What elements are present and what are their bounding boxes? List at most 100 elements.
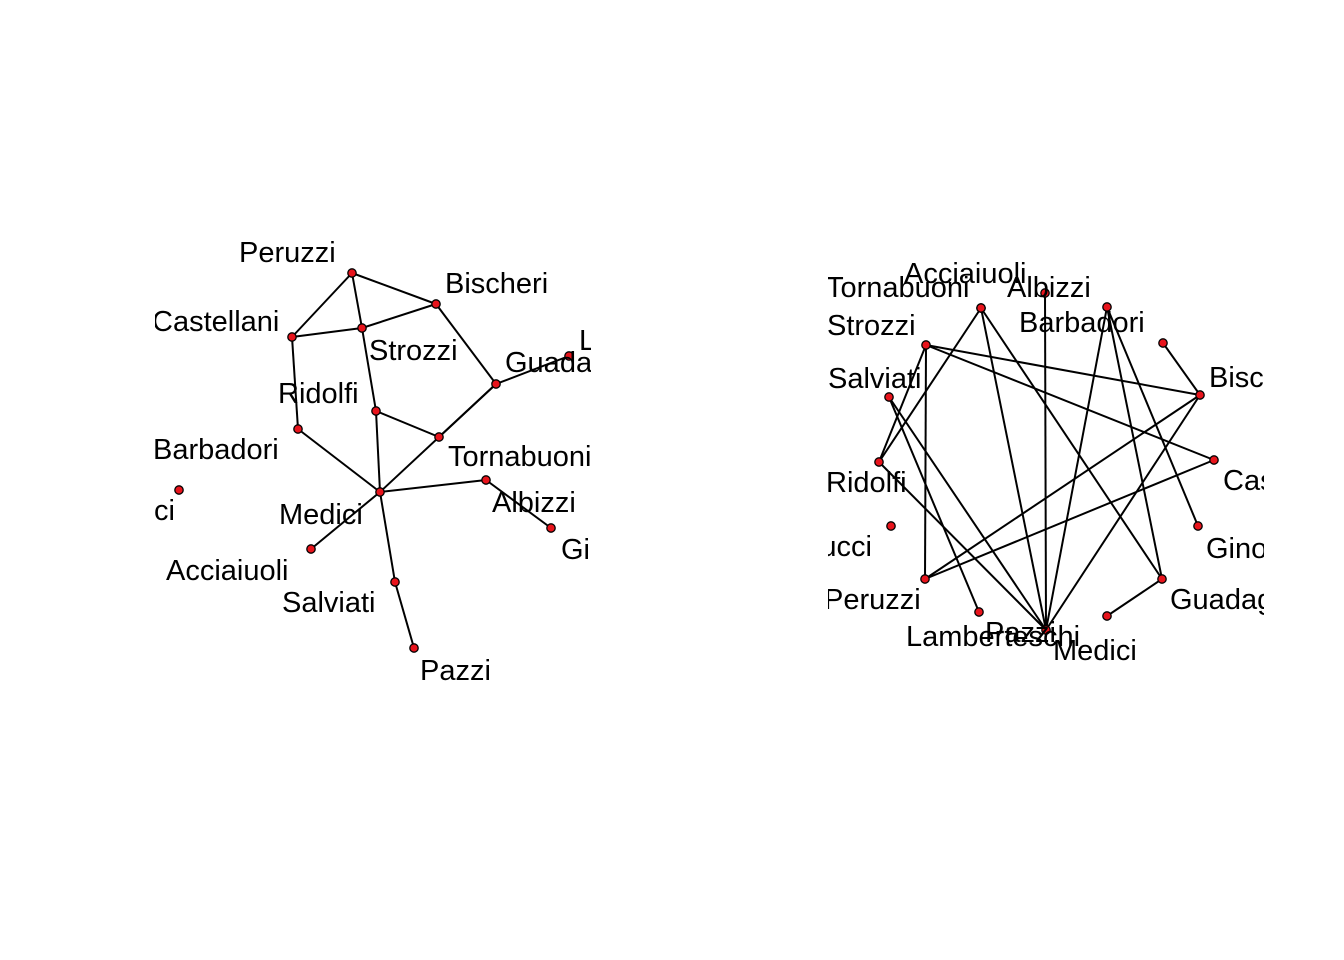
node-barb2-right bbox=[1158, 338, 1168, 348]
node-tornabuoni-right bbox=[976, 303, 986, 313]
edge-barbadori-medici-left bbox=[297, 428, 381, 493]
node-label-medici-right: Medici bbox=[1053, 635, 1137, 667]
node-label-bischeri-right: Bischeri bbox=[1209, 362, 1312, 394]
node-pucci-right bbox=[886, 521, 896, 531]
network-panel-right: AcciaiuoliAlbizziBarbadoriBischeriCastel… bbox=[801, 258, 1344, 667]
edge-strozzi-bischeri-right bbox=[925, 344, 1201, 396]
edge-guadagni-medici-right bbox=[1106, 578, 1163, 617]
edge-guadagni-lamberteschi-left bbox=[495, 355, 570, 385]
node-pazzi-left bbox=[409, 643, 419, 653]
node-label-pazzi-right: Pazzi bbox=[985, 617, 1056, 649]
node-bischeri-left bbox=[431, 299, 441, 309]
node-label-acciaiuoli-left: Acciaiuoli bbox=[166, 555, 289, 587]
node-label-ridolfi-left: Ridolfi bbox=[278, 378, 359, 410]
node-label-castellani-left: Castellani bbox=[152, 306, 279, 338]
edge-barb2-bischeri-right bbox=[1162, 342, 1201, 396]
edge-strozzi-ridolfi-right bbox=[878, 344, 927, 463]
node-label-bischeri-left: Bischeri bbox=[445, 268, 548, 300]
node-bischeri-right bbox=[1195, 390, 1205, 400]
edge-peruzzi-bischeri-left bbox=[351, 272, 437, 305]
node-label-pazzi-left: Pazzi bbox=[420, 655, 491, 687]
node-pucci-left bbox=[174, 485, 184, 495]
edge-acciaiuoli-guadagni-right bbox=[980, 307, 1163, 580]
node-label-medici-left: Medici bbox=[279, 499, 363, 531]
node-label-tornabuoni-left: Tornabuoni bbox=[448, 441, 592, 473]
edge-strozzi-bischeri-left bbox=[361, 303, 437, 329]
node-castellani-left bbox=[287, 332, 297, 342]
node-medici-right bbox=[1102, 611, 1112, 621]
node-label-salviati-left: Salviati bbox=[282, 587, 376, 619]
edge-medici-albizzi-left bbox=[379, 479, 487, 493]
edges-right bbox=[878, 292, 1215, 631]
node-label-acciaiuoli-right: Acciaiuoli bbox=[904, 258, 1027, 290]
edge-barbadori-ginori-right bbox=[1106, 306, 1199, 527]
node-strozzi-left bbox=[357, 323, 367, 333]
edge-medici-acciaiuoli-left bbox=[310, 491, 381, 550]
node-label-albizzi-left: Albizzi bbox=[492, 487, 576, 519]
edge-barbadori-guadagni-right bbox=[1106, 306, 1163, 580]
node-salviati-right bbox=[884, 392, 894, 402]
node-label-lamberteschi-right: Lamberteschi bbox=[906, 621, 1080, 653]
edge-acciaiuoli-pazzi-right bbox=[980, 307, 1047, 631]
node-label-ginori-right: Ginori bbox=[1206, 533, 1283, 565]
node-medici-left bbox=[375, 487, 385, 497]
node-label-castellani-right: Castellani bbox=[1223, 465, 1344, 497]
node-peruzzi-left bbox=[347, 268, 357, 278]
node-ridolfi-right bbox=[874, 457, 884, 467]
node-ridolfi-left bbox=[371, 406, 381, 416]
node-ginori-left bbox=[546, 523, 556, 533]
edge-albizzi-ginori-left bbox=[485, 479, 552, 529]
edge-strozzi-peruzzi-right bbox=[924, 344, 927, 580]
node-salviati-left bbox=[390, 577, 400, 587]
edge-barbadori-pazzi-right bbox=[1045, 306, 1108, 631]
edge-medici-salviati-left bbox=[379, 491, 396, 583]
node-label-pucci-right: Pucci bbox=[801, 531, 872, 563]
node-label-barbadori-right: Barbadori bbox=[1019, 307, 1145, 339]
edge-bischeri-pazzi-right bbox=[1045, 394, 1201, 631]
edge-castellani-strozzi-left bbox=[291, 327, 363, 338]
node-acciaiuoli-left bbox=[306, 544, 316, 554]
edge-lamberteschi-salviati-right bbox=[888, 396, 980, 613]
node-albizzi-right bbox=[1040, 288, 1050, 298]
node-label-strozzi-left: Strozzi bbox=[369, 335, 458, 367]
edge-bischeri-guadagni-left bbox=[435, 303, 497, 385]
edge-pazzi-ridolfi-right bbox=[878, 461, 1047, 631]
node-label-ginori-left: Ginori bbox=[561, 534, 638, 566]
edge-bischeri-peruzzi-right bbox=[924, 394, 1201, 580]
nodes-right: AcciaiuoliAlbizziBarbadoriBischeriCastel… bbox=[801, 258, 1344, 667]
node-label-ridolfi-right: Ridolfi bbox=[826, 467, 907, 499]
node-guadagni-right bbox=[1157, 574, 1167, 584]
node-guadagni-left bbox=[491, 379, 501, 389]
edge-peruzzi-strozzi-left bbox=[351, 272, 363, 329]
node-albizzi-left bbox=[481, 475, 491, 485]
edge-strozzi-ridolfi-left bbox=[361, 327, 377, 412]
edges-left bbox=[291, 272, 570, 649]
node-barbadori-right bbox=[1102, 302, 1112, 312]
node-lamberteschi-left bbox=[564, 351, 574, 361]
edge-castellani-peruzzi-right bbox=[924, 459, 1215, 580]
node-label-lamberteschi-left: Lamberteschi bbox=[579, 325, 753, 357]
edge-strozzi-castellani-right bbox=[925, 344, 1215, 461]
node-ginori-right bbox=[1193, 521, 1203, 531]
node-label-guadagni-right: Guadagni bbox=[1170, 584, 1296, 616]
node-label-peruzzi-left: Peruzzi bbox=[239, 237, 336, 269]
node-pazzi-right bbox=[1041, 625, 1051, 635]
node-lamberteschi-right bbox=[974, 607, 984, 617]
edge-acciaiuoli-ridolfi-right bbox=[878, 307, 982, 463]
node-label-peruzzi-right: Peruzzi bbox=[824, 584, 921, 616]
edge-pazzi-salviati-right bbox=[888, 396, 1047, 631]
node-label-strozzi-right: Strozzi bbox=[827, 310, 916, 342]
node-label-albizzi-right: Albizzi bbox=[1007, 272, 1091, 304]
node-label-tornabuoni-right: Tornabuoni bbox=[826, 272, 970, 304]
node-label-barbadori-left: Barbadori bbox=[153, 434, 279, 466]
node-label-salviati-right: Salviati bbox=[828, 363, 922, 395]
edge-castellani-barbadori-left bbox=[291, 336, 299, 430]
node-tornabuoni-left bbox=[434, 432, 444, 442]
node-strozzi-right bbox=[921, 340, 931, 350]
edge-albizzi-pazzi-right bbox=[1044, 292, 1047, 631]
edge-ridolfi-medici-left bbox=[375, 410, 381, 493]
node-barbadori-left bbox=[293, 424, 303, 434]
